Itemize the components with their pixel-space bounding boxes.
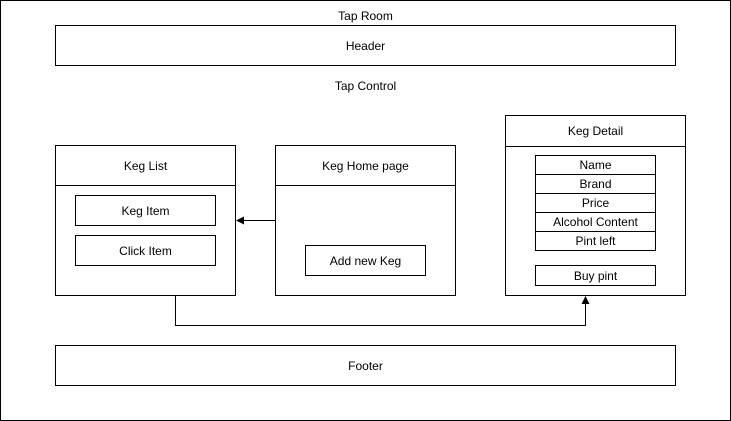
field-name: Name bbox=[535, 155, 656, 175]
click-item-box[interactable]: Click Item bbox=[75, 235, 216, 266]
field-pint-left: Pint left bbox=[535, 231, 656, 251]
keg-list-title-text: Keg List bbox=[123, 158, 168, 173]
field-brand: Brand bbox=[535, 174, 656, 194]
buy-pint-button[interactable]: Buy pint bbox=[535, 265, 656, 286]
add-new-keg-button[interactable]: Add new Keg bbox=[305, 245, 426, 276]
keg-list-title: Keg List bbox=[56, 146, 235, 186]
field-alcohol-content: Alcohol Content bbox=[535, 212, 656, 232]
keg-home-title: Keg Home page bbox=[276, 146, 455, 186]
field-price: Price bbox=[535, 193, 656, 213]
header-box: Header bbox=[55, 25, 676, 66]
keg-item-box[interactable]: Keg Item bbox=[75, 195, 216, 226]
keg-home-title-text: Keg Home page bbox=[322, 158, 409, 173]
footer-box: Footer bbox=[55, 345, 676, 386]
keg-detail-title-text: Keg Detail bbox=[567, 124, 624, 138]
tap-room-title: Tap Room bbox=[338, 9, 393, 23]
keg-detail-title: Keg Detail bbox=[506, 116, 685, 147]
keg-detail-fields: Name Brand Price Alcohol Content Pint le… bbox=[535, 155, 656, 251]
tap-control-label: Tap Control bbox=[334, 79, 397, 93]
